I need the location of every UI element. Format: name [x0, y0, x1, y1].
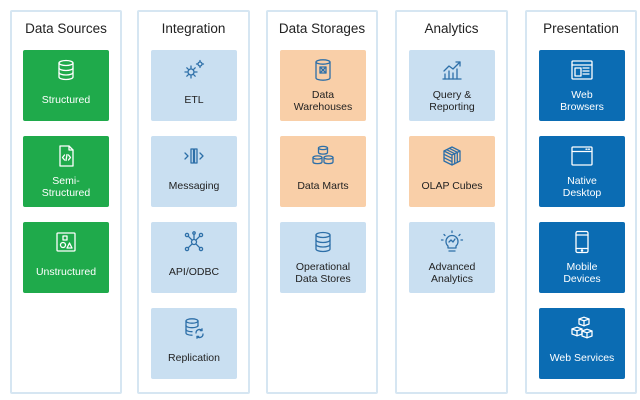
tile-label: Native Desktop: [562, 175, 602, 199]
tile-semi-structured[interactable]: Semi- Structured: [23, 136, 109, 207]
cube-icon: [440, 144, 464, 168]
tile-data-warehouses[interactable]: Data Warehouses: [280, 50, 366, 121]
tile-advanced-analytics[interactable]: Advanced Analytics: [409, 222, 495, 293]
column-title: Data Sources: [25, 21, 107, 36]
tile-api-odbc[interactable]: API/ODBC: [151, 222, 237, 293]
gears-icon: [182, 58, 206, 82]
tile-label: Data Warehouses: [293, 89, 353, 113]
boxes-icon: [570, 316, 594, 340]
network-icon: [182, 230, 206, 254]
database-icon: [311, 230, 335, 254]
database-icon: [54, 58, 78, 82]
column-data-sources: Data Sources Structured Semi- Structured…: [10, 10, 122, 394]
mobile-icon: [570, 230, 594, 254]
column-data-storages: Data Storages Data Warehouses Data Marts…: [266, 10, 378, 394]
tile-label: Semi- Structured: [41, 175, 91, 199]
shapes-icon: [54, 230, 78, 254]
column-title: Data Storages: [278, 21, 366, 36]
tile-structured[interactable]: Structured: [23, 50, 109, 121]
messaging-icon: [182, 144, 206, 168]
column-presentation: Presentation Web Browsers Native Desktop…: [525, 10, 637, 394]
tile-native-desktop[interactable]: Native Desktop: [539, 136, 625, 207]
tile-label: Unstructured: [35, 266, 97, 278]
column-integration: Integration ETL Messaging API/ODBC Repli…: [137, 10, 250, 394]
lightbulb-chart-icon: [440, 230, 464, 254]
column-title: Analytics: [424, 21, 479, 36]
tile-messaging[interactable]: Messaging: [151, 136, 237, 207]
tile-unstructured[interactable]: Unstructured: [23, 222, 109, 293]
tile-mobile-devices[interactable]: Mobile Devices: [539, 222, 625, 293]
browser-icon: [570, 58, 594, 82]
column-analytics: Analytics Query & Reporting OLAP Cubes A…: [395, 10, 508, 394]
tile-label: Data Marts: [297, 180, 349, 192]
tile-label: API/ODBC: [168, 266, 220, 278]
tile-web-browsers[interactable]: Web Browsers: [539, 50, 625, 121]
tile-label: Web Browsers: [560, 89, 604, 113]
database-sync-icon: [182, 316, 206, 340]
tile-query-reporting[interactable]: Query & Reporting: [409, 50, 495, 121]
column-title: Presentation: [543, 21, 619, 36]
tile-label: OLAP Cubes: [421, 180, 483, 192]
tile-etl[interactable]: ETL: [151, 50, 237, 121]
tile-replication[interactable]: Replication: [151, 308, 237, 379]
chart-icon: [440, 58, 464, 82]
window-icon: [570, 144, 594, 168]
code-file-icon: [54, 144, 78, 168]
tile-web-services[interactable]: Web Services: [539, 308, 625, 379]
column-title: Integration: [161, 21, 226, 36]
tile-label: ETL: [184, 94, 204, 106]
tile-data-marts[interactable]: Data Marts: [280, 136, 366, 207]
tile-label: Messaging: [168, 180, 220, 192]
tile-label: Replication: [168, 352, 220, 364]
tile-label: Operational Data Stores: [295, 261, 351, 285]
tile-label: Mobile Devices: [563, 261, 601, 285]
warehouse-icon: [311, 58, 335, 82]
tile-label: Structured: [41, 94, 91, 106]
tile-label: Query & Reporting: [429, 89, 475, 113]
tile-label: Advanced Analytics: [428, 261, 476, 285]
tile-label: Web Services: [549, 352, 615, 364]
tile-operational-data-stores[interactable]: Operational Data Stores: [280, 222, 366, 293]
tile-olap-cubes[interactable]: OLAP Cubes: [409, 136, 495, 207]
databases-icon: [311, 144, 335, 168]
